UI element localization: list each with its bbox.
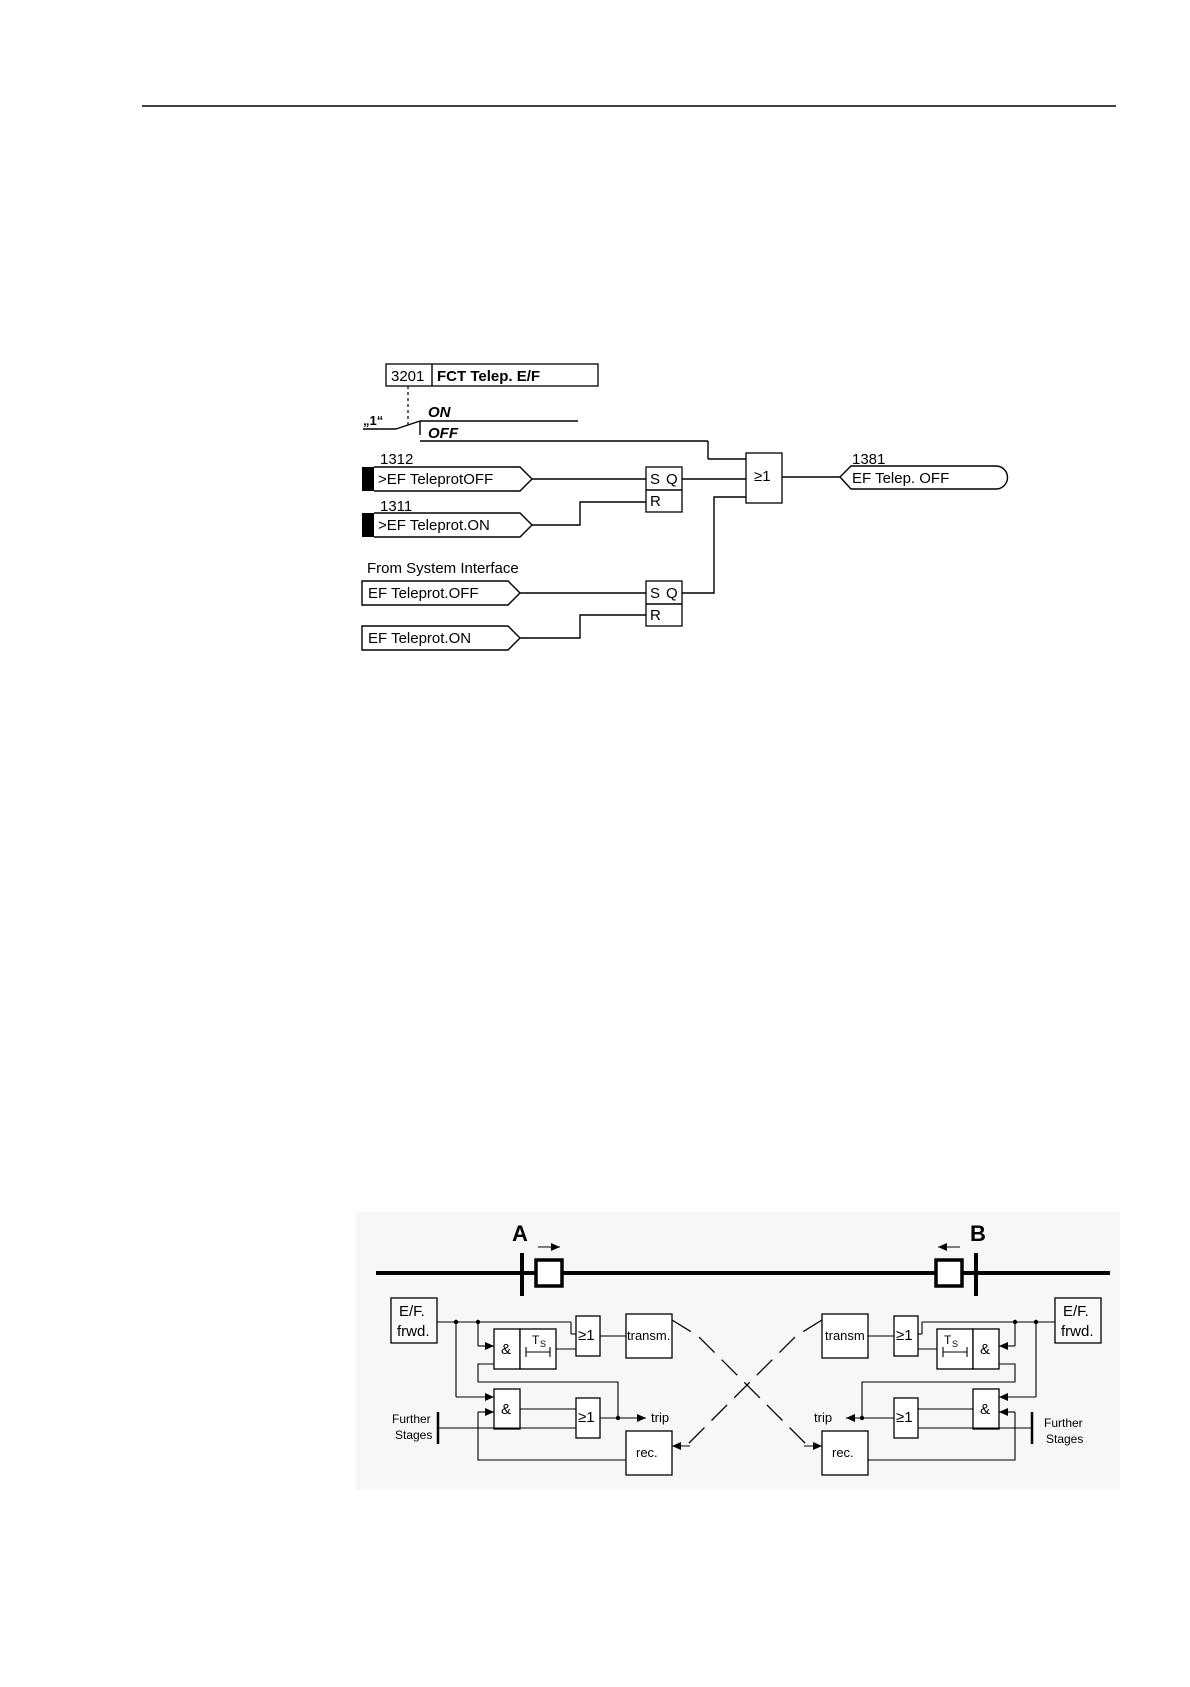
or-b1-label: ≥1	[896, 1327, 913, 1344]
logic-diagram-teleprotection-switch: 3201 FCT Telep. E/F „1“ ON OFF 1312 >EF …	[362, 364, 1008, 650]
efwd-a-line1: E/F.	[399, 1303, 425, 1320]
input1-label: >EF TeleprotOFF	[378, 471, 493, 488]
trip-b-label: trip	[814, 1410, 832, 1425]
timer-b-sub: S	[952, 1339, 958, 1349]
and-a1-label: &	[501, 1341, 511, 1358]
input1-number: 1312	[380, 451, 413, 468]
ff1-s-label: S	[650, 471, 660, 488]
timer-b-label: T	[944, 1333, 952, 1347]
station-a-label: A	[512, 1221, 528, 1246]
breaker-b	[936, 1260, 962, 1286]
transm-a-label: transm.	[627, 1328, 670, 1343]
param-name: FCT Telep. E/F	[437, 368, 540, 385]
ff1-r-label: R	[650, 493, 661, 510]
ff2-q-label: Q	[666, 585, 678, 602]
station-b-label: B	[970, 1221, 986, 1246]
ff1-q-label: Q	[666, 471, 678, 488]
breaker-a	[536, 1260, 562, 1286]
timer-b	[937, 1329, 973, 1369]
input2-label: >EF Teleprot.ON	[378, 517, 490, 534]
trip-a-label: trip	[651, 1410, 669, 1425]
efwd-a-line2: frwd.	[397, 1323, 430, 1340]
efwd-b-line2: frwd.	[1061, 1323, 1094, 1340]
or-a2-label: ≥1	[578, 1409, 595, 1426]
transm-b-label: transm	[825, 1328, 865, 1343]
input4-label: EF Teleprot.ON	[368, 630, 471, 647]
switch-on-label: ON	[428, 404, 452, 421]
system-interface-label: From System Interface	[367, 560, 519, 577]
logic-diagram-permissive-scheme: A B E/F. frwd. & T S ≥1	[356, 1212, 1120, 1490]
further-a-line1: Further	[392, 1412, 431, 1426]
rec-a-label: rec.	[636, 1445, 658, 1460]
further-b-line2: Stages	[1046, 1432, 1083, 1446]
and-b1-label: &	[980, 1341, 990, 1358]
and-a2-label: &	[501, 1401, 511, 1418]
param-number: 3201	[391, 368, 424, 385]
or-b2-label: ≥1	[896, 1409, 913, 1426]
ff2-r-label: R	[650, 607, 661, 624]
input3-label: EF Teleprot.OFF	[368, 585, 479, 602]
output-label: EF Telep. OFF	[852, 470, 949, 487]
switch-off-label: OFF	[428, 425, 459, 442]
input2-marker	[362, 513, 374, 537]
input1-marker	[362, 467, 374, 491]
switch-input-one: „1“	[363, 413, 383, 428]
timer-a-label: T	[532, 1333, 540, 1347]
and-b2-label: &	[980, 1401, 990, 1418]
further-b-line1: Further	[1044, 1416, 1083, 1430]
efwd-b-line1: E/F.	[1063, 1303, 1089, 1320]
further-a-line2: Stages	[395, 1428, 432, 1442]
or-a1-label: ≥1	[578, 1327, 595, 1344]
timer-a-sub: S	[540, 1339, 546, 1349]
ff2-s-label: S	[650, 585, 660, 602]
rec-b-label: rec.	[832, 1445, 854, 1460]
scheme-background	[356, 1212, 1120, 1490]
or-gate-label: ≥1	[754, 468, 771, 485]
